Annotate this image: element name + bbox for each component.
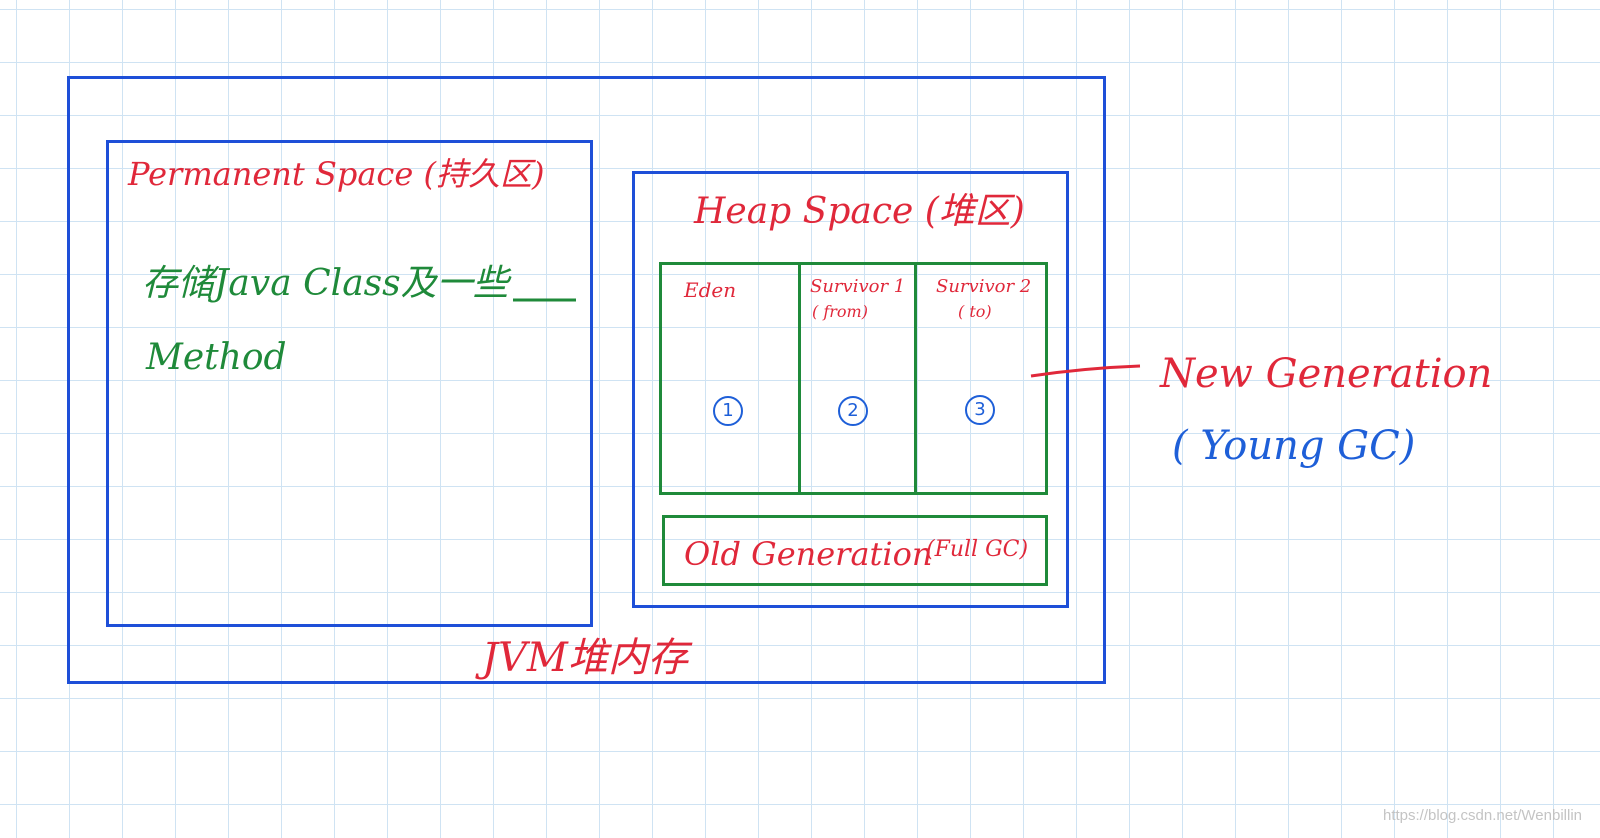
heap-space-title: Heap Space (堆区)	[694, 191, 1025, 232]
permanent-space-box	[106, 140, 593, 627]
survivor1-label: Survivor 1	[810, 276, 906, 297]
new-generation-connector	[1030, 364, 1141, 378]
survivor1-number-icon: 2	[838, 396, 868, 426]
survivor2-number-icon: 3	[965, 395, 995, 425]
young-gc-label: ( Young GC)	[1172, 423, 1416, 469]
survivor2-label: Survivor 2	[936, 276, 1032, 297]
jvm-heap-label: JVM堆内存	[482, 635, 688, 681]
old-generation-box	[662, 515, 1048, 586]
permanent-space-desc-line1: 存储Java Class及一些	[142, 263, 509, 304]
new-generation-label: New Generation	[1160, 351, 1493, 397]
permanent-space-desc-line2: Method	[146, 337, 287, 378]
heap-space-box	[632, 171, 1069, 608]
eden-label: Eden	[684, 278, 737, 302]
survivor1-survivor2-divider	[914, 262, 917, 495]
new-generation-box	[659, 262, 1048, 495]
old-generation-gc: (Full GC)	[926, 537, 1029, 562]
eden-number-icon: 1	[713, 396, 743, 426]
eden-survivor1-divider	[798, 262, 801, 495]
survivor1-sub: ( from)	[812, 302, 868, 321]
old-generation-label: Old Generation	[684, 535, 933, 573]
watermark: https://blog.csdn.net/Wenbillin	[1382, 807, 1582, 824]
jvm-heap-box	[67, 76, 1106, 684]
survivor2-sub: ( to)	[958, 302, 992, 321]
permanent-space-title: Permanent Space (持久区)	[128, 155, 545, 193]
